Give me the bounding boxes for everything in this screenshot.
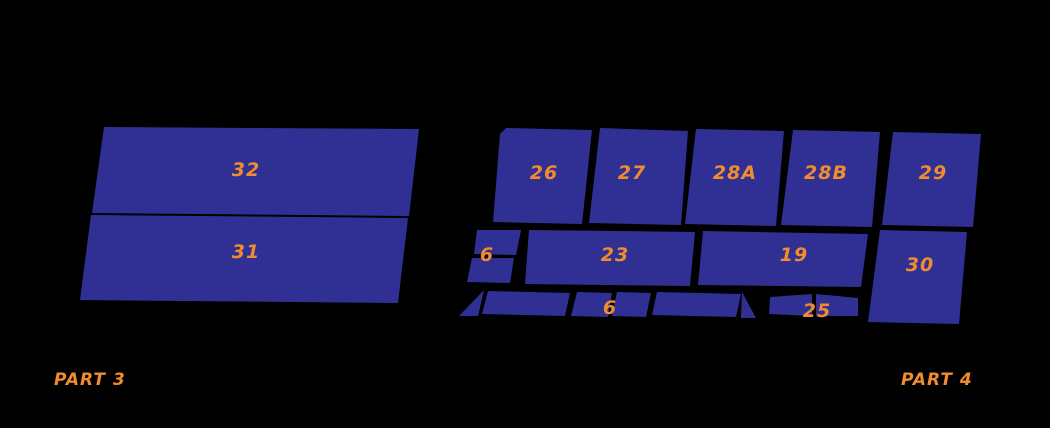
label-28b: 28B — [804, 162, 848, 184]
panel-23[interactable] — [525, 230, 695, 286]
panel-bottom-left[interactable] — [482, 291, 570, 316]
panel-6-lower-left[interactable] — [571, 292, 612, 317]
panel-6-lower-right[interactable] — [612, 292, 651, 317]
panel-29[interactable] — [882, 132, 981, 227]
panel-19[interactable] — [698, 231, 868, 287]
panel-6-upper-top[interactable] — [474, 230, 521, 255]
label-26: 26 — [530, 162, 558, 184]
label-31: 31 — [232, 241, 260, 263]
panel-26[interactable] — [493, 128, 592, 224]
panel-30[interactable] — [868, 230, 967, 324]
panel-bottom-sliver-left[interactable] — [459, 290, 484, 316]
label-23: 23 — [601, 244, 629, 266]
panel-bottom-sliver-right[interactable] — [741, 292, 756, 318]
panel-28b[interactable] — [781, 130, 880, 227]
panel-bottom-center[interactable] — [652, 292, 741, 317]
label-28a: 28A — [713, 162, 757, 184]
label-29: 29 — [919, 162, 947, 184]
panel-25-right[interactable] — [816, 294, 858, 316]
label-19: 19 — [780, 244, 808, 266]
label-27: 27 — [618, 162, 646, 184]
label-32: 32 — [232, 159, 260, 181]
part-4-label: PART 4 — [901, 370, 973, 390]
panel-25-left[interactable] — [769, 294, 812, 316]
label-6-upper: 6 — [480, 244, 494, 266]
label-30: 30 — [906, 254, 934, 276]
label-6-lower: 6 — [603, 297, 617, 319]
panel-6-upper-bottom[interactable] — [467, 258, 514, 283]
panel-28a[interactable] — [685, 129, 784, 226]
panel-32[interactable] — [92, 127, 419, 216]
label-25: 25 — [803, 300, 831, 322]
panel-31[interactable] — [80, 215, 408, 303]
panel-27[interactable] — [589, 128, 688, 225]
part-3-label: PART 3 — [54, 370, 126, 390]
